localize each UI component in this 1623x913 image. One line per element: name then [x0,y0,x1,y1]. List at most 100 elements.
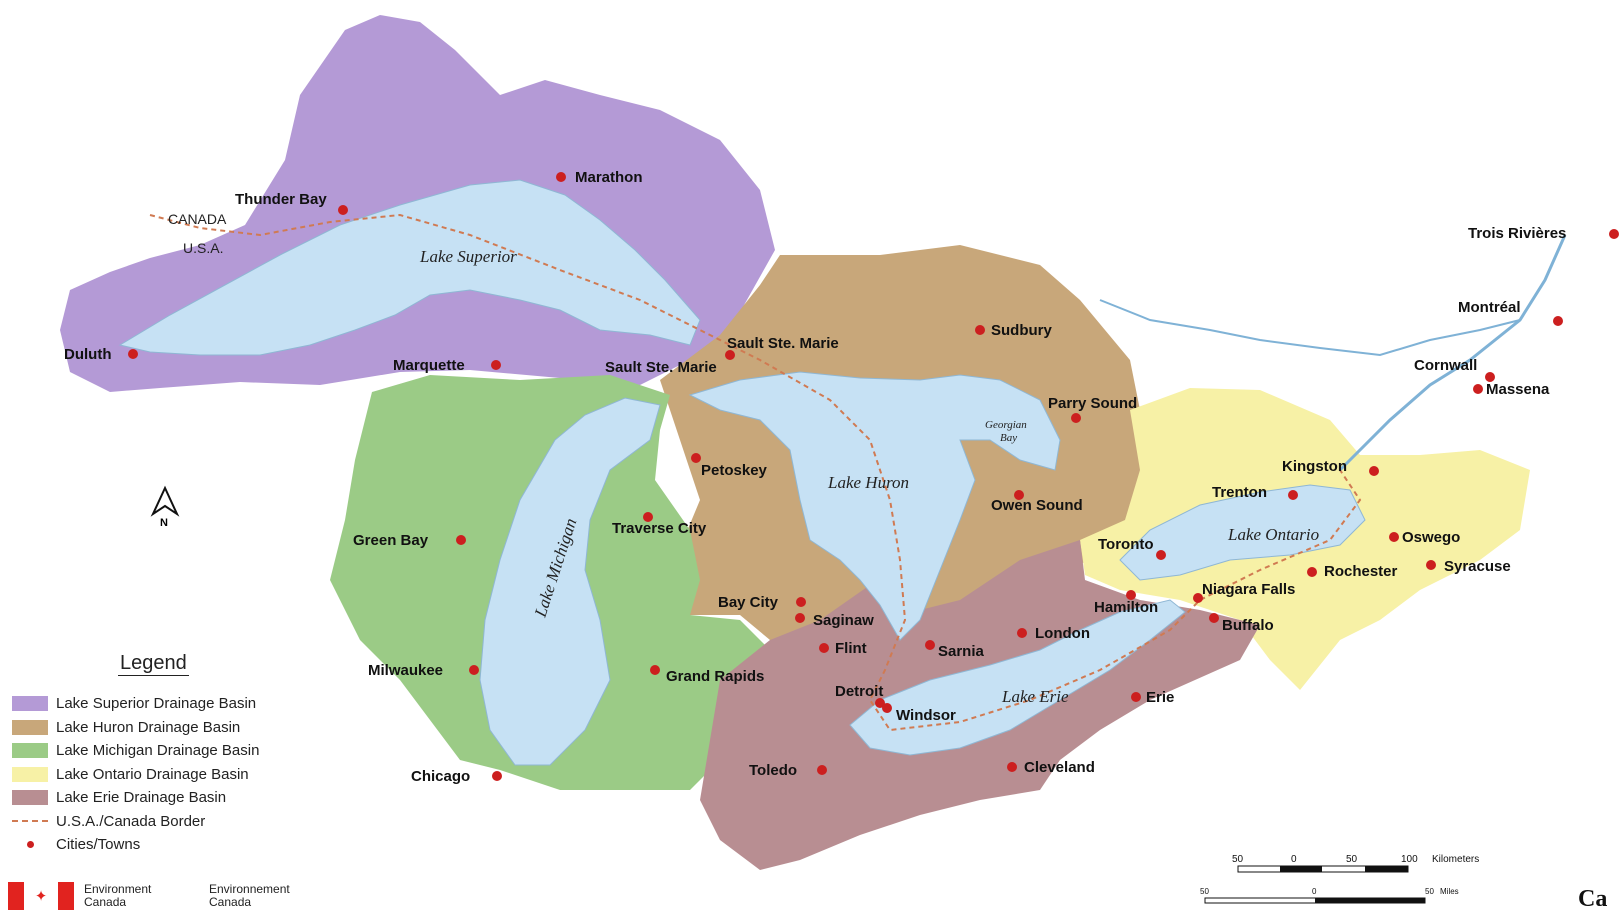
usa-label: U.S.A. [183,240,223,256]
city-label: Green Bay [353,532,429,549]
north-arrow-icon [150,485,180,517]
legend-label: Lake Ontario Drainage Basin [56,765,249,783]
canada-flag-icon: ✦ [8,882,74,910]
legend-label: Lake Huron Drainage Basin [56,718,241,736]
city-dot [1288,490,1298,500]
city-dot [469,665,479,675]
city-dot [795,613,805,623]
canada-label: CANADA [168,211,227,227]
city-label: Duluth [64,346,111,363]
city-dot [1193,593,1203,603]
agency-en-line-2: Canada [84,895,127,909]
city-label: Niagara Falls [1202,581,1295,598]
city-label: Trois Rivières [1468,225,1566,242]
legend-swatch-line [12,820,48,823]
city-dot [1071,413,1081,423]
city-label: Flint [835,640,867,657]
city-dot [1156,550,1166,560]
lake-huron [688,371,1061,641]
city-labels: Thunder Bay Marathon Duluth Marquette Sa… [64,169,1566,785]
city-dot [1017,628,1027,638]
city-label: Cleveland [1024,759,1095,776]
km-tick: 50 [1346,854,1358,865]
lake-ontario [1119,484,1366,581]
lake-superior [118,179,701,356]
lake-superior-label: Lake Superior [419,247,517,266]
city-dot [1609,229,1619,239]
city-label: Marathon [575,169,643,186]
city-label: Kingston [1282,458,1347,475]
city-label: Hamilton [1094,599,1158,616]
city-dot [875,698,885,708]
city-label: Sudbury [991,322,1052,339]
city-label: Oswego [1402,529,1460,546]
city-dot [1007,762,1017,772]
city-label: Massena [1486,381,1550,398]
city-dot [796,597,806,607]
city-dot [725,350,735,360]
legend-item-ontario: Lake Ontario Drainage Basin [12,763,259,787]
agency-fr-line-2: Canada [209,895,252,909]
city-label: Milwaukee [368,662,443,679]
km-scale-fill [1365,866,1408,872]
city-dot [882,703,892,713]
legend-label: Cities/Towns [56,836,141,854]
north-arrow-label: N [160,517,168,529]
legend-label: Lake Michigan Drainage Basin [56,742,260,760]
mi-tick: 0 [1312,887,1317,896]
city-dot [643,512,653,522]
legend-item-border: U.S.A./Canada Border [12,810,259,834]
city-label: Sault Ste. Marie [605,359,717,376]
city-dot [456,535,466,545]
city-dot [1369,466,1379,476]
mi-unit: Miles [1440,887,1459,896]
city-dot [128,349,138,359]
city-label: Detroit [835,683,883,700]
city-dot [975,325,985,335]
legend-swatch [12,790,48,806]
lake-erie-label: Lake Erie [1001,687,1069,706]
city-label: Bay City [718,594,779,611]
usa-canada-border [149,213,1362,732]
city-label: Saginaw [813,612,874,629]
georgian-bay-label-1: Georgian [985,419,1027,431]
city-dot [691,453,701,463]
city-dot [819,643,829,653]
legend-label: Lake Erie Drainage Basin [56,789,227,807]
city-label: Sarnia [938,643,985,660]
city-label: Buffalo [1222,617,1274,634]
legend-item-cities: Cities/Towns [12,833,259,857]
city-dot [925,640,935,650]
agency-fr-line-1: Environnement [209,882,290,896]
city-label: Grand Rapids [666,668,764,685]
city-label: Windsor [896,707,956,724]
city-label: Owen Sound [991,497,1083,514]
legend-item-erie: Lake Erie Drainage Basin [12,786,259,810]
lake-michigan [479,397,661,766]
canada-wordmark: Ca [1578,886,1608,912]
city-dot [817,765,827,775]
city-dot [1389,532,1399,542]
legend-swatch [12,696,48,712]
city-dot [1473,384,1483,394]
georgian-bay-label-2: Bay [1000,432,1017,444]
city-label: Montréal [1458,299,1521,316]
city-dot [1131,692,1141,702]
city-label: Marquette [393,357,465,374]
ottawa-river [1099,299,1521,357]
city-dot [491,360,501,370]
legend-item-huron: Lake Huron Drainage Basin [12,716,259,740]
legend-label: U.S.A./Canada Border [56,812,206,830]
city-label: Erie [1146,689,1174,706]
legend: Lake Superior Drainage Basin Lake Huron … [12,692,259,857]
km-unit: Kilometers [1432,854,1479,865]
km-tick: 50 [1232,854,1244,865]
mi-scale-fill [1315,898,1425,903]
city-label: Toledo [749,762,797,779]
lake-huron-label: Lake Huron [827,473,909,492]
city-label: Petoskey [701,462,768,479]
legend-swatch [12,743,48,759]
km-tick: 100 [1401,854,1418,865]
city-label: Rochester [1324,563,1398,580]
